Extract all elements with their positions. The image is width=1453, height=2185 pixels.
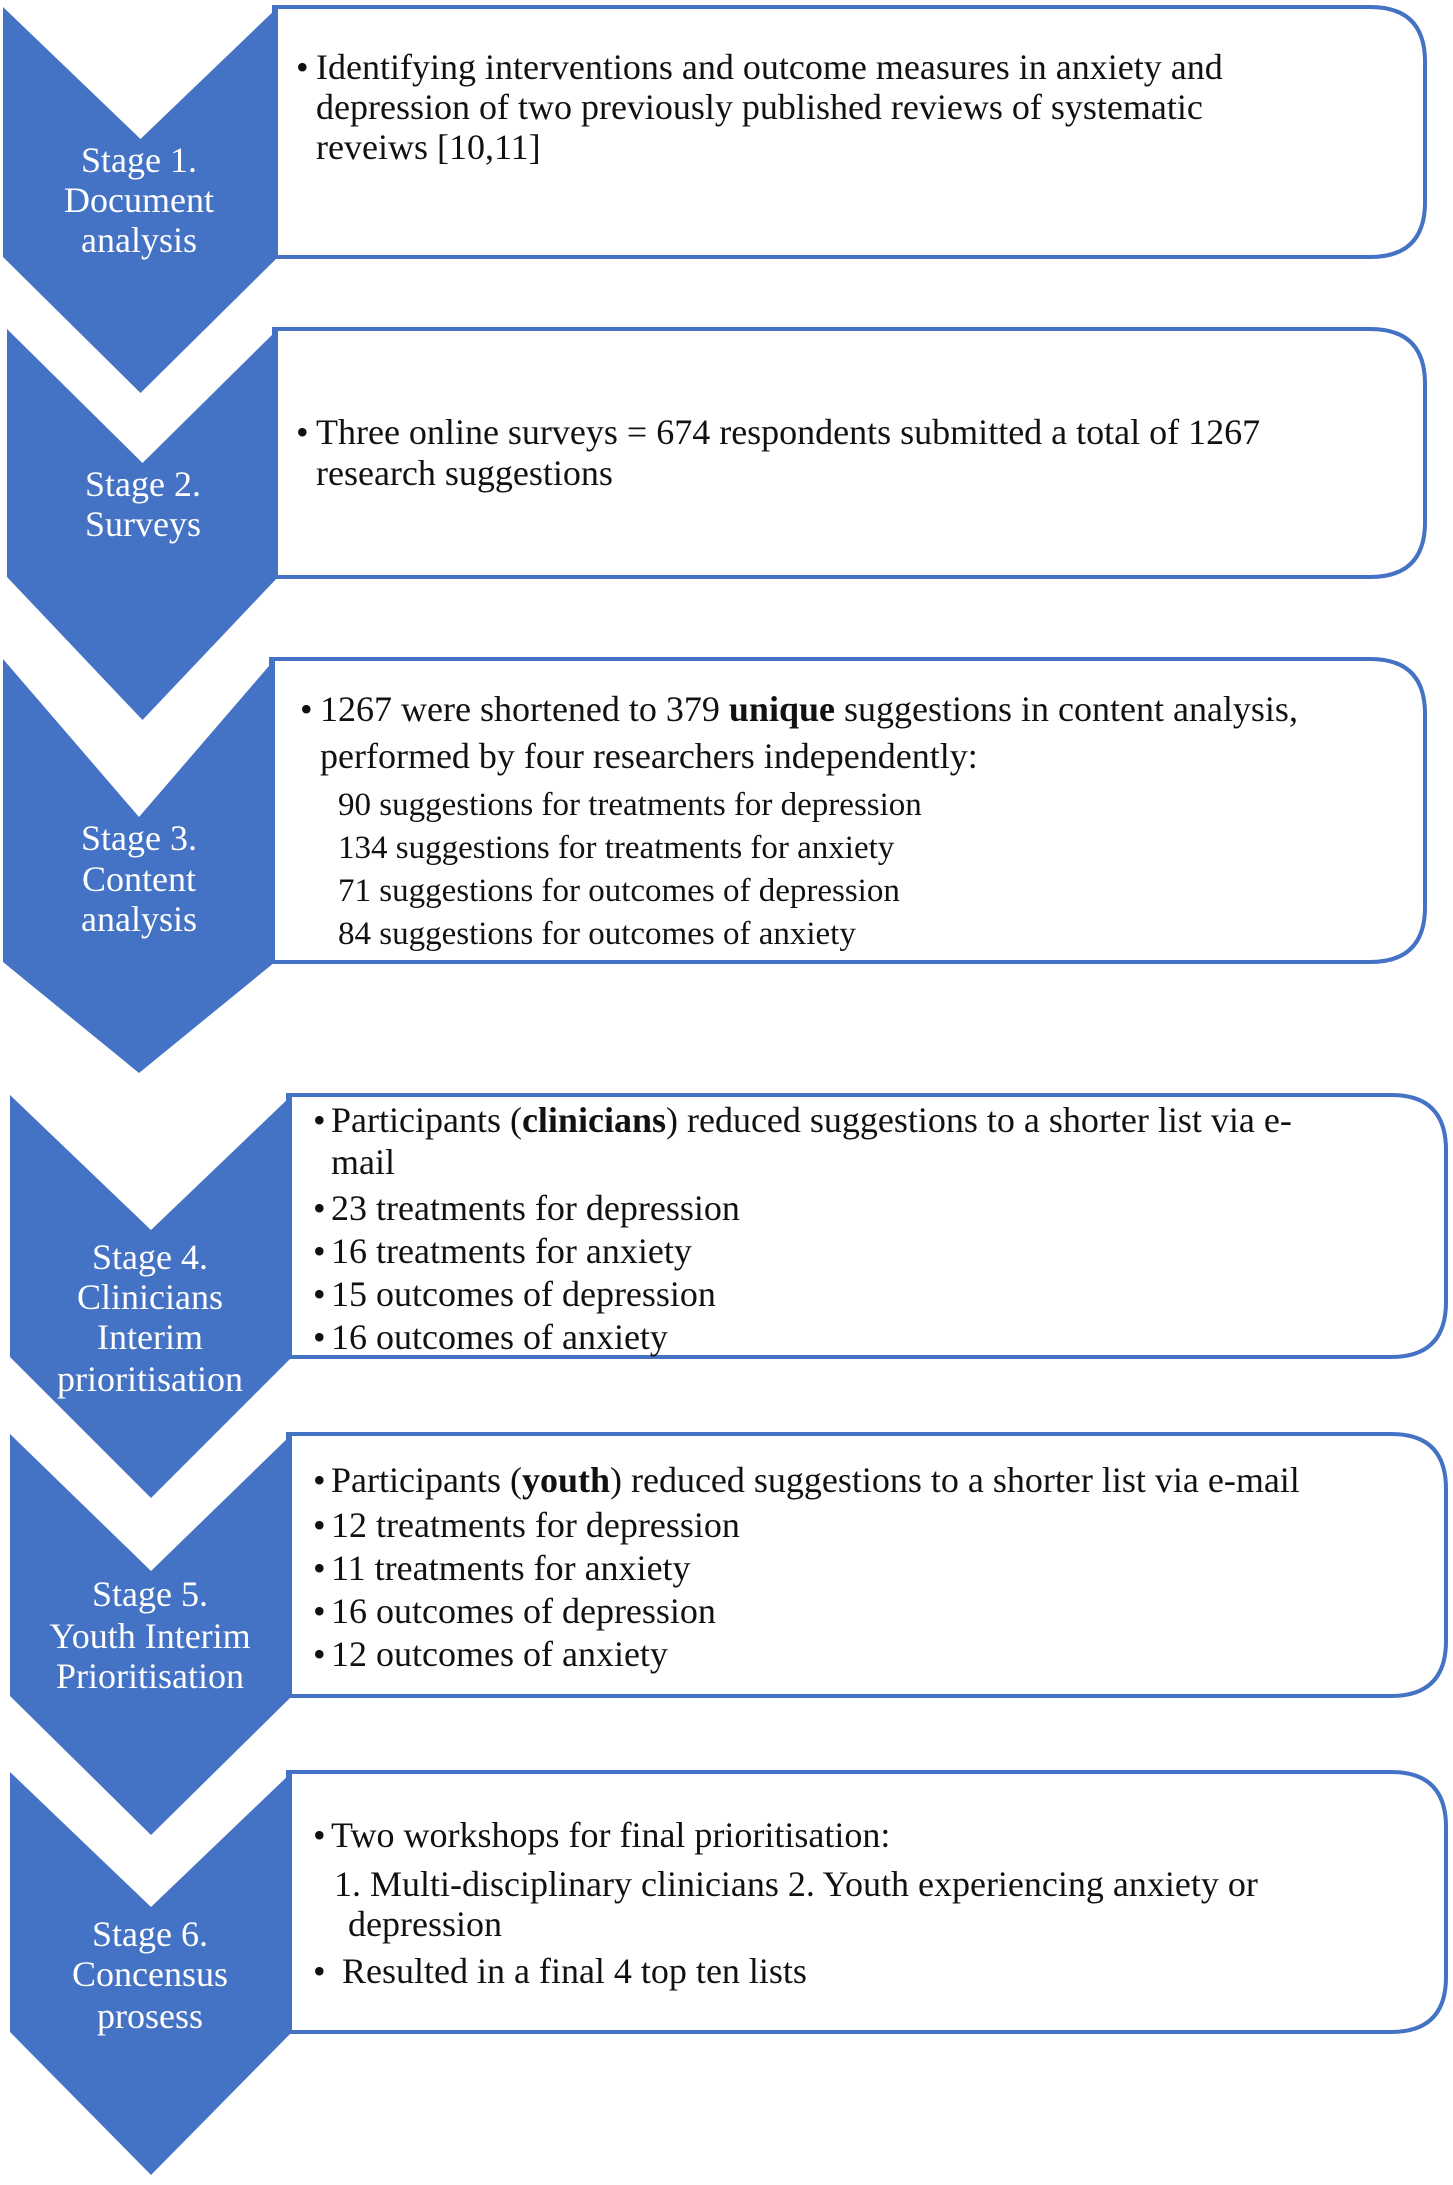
bullet: • — [313, 1951, 326, 1991]
stage-4-label-line: prioritisation — [57, 1359, 243, 1399]
bullet: • — [313, 1591, 326, 1631]
stage-4-item: 15 outcomes of depression — [331, 1274, 716, 1314]
bullet: • — [296, 47, 309, 87]
stage-6-text: Resulted in a final 4 top ten lists — [342, 1951, 807, 1991]
stage-3-label-line: analysis — [81, 899, 197, 939]
stage-3-sub-item: 71 suggestions for outcomes of depressio… — [338, 873, 900, 909]
bullet: • — [300, 689, 313, 729]
stage-2-label-line: Stage 2. — [85, 464, 201, 504]
stage-3-text: performed by four researchers independen… — [320, 736, 978, 776]
bullet: • — [313, 1231, 326, 1271]
bullet: • — [313, 1100, 326, 1140]
bullet: • — [313, 1274, 326, 1314]
stage-4-label-line: Interim — [97, 1317, 203, 1357]
stage-4-item: 16 treatments for anxiety — [331, 1231, 692, 1271]
stage-1-text: depression of two previously published r… — [316, 87, 1203, 127]
stage-1-chevron — [3, 7, 278, 393]
stage-5-chevron — [10, 1434, 292, 1835]
stage-2-label-line: Surveys — [85, 504, 201, 544]
stage-4-label-line: Clinicians — [77, 1277, 223, 1317]
stage-6-label-line: Concensus — [72, 1954, 228, 1994]
stage-3-text: 1267 were shortened to 379 unique sugges… — [320, 689, 1298, 729]
stage-1-label-line: Stage 1. — [81, 140, 197, 180]
stage-4-chevron — [10, 1095, 292, 1498]
bullet: • — [313, 1815, 326, 1855]
stage-6-label-line: prosess — [97, 1996, 203, 2036]
stage-6-box — [286, 1770, 1448, 2034]
bullet: • — [313, 1317, 326, 1357]
stage-1-text: Identifying interventions and outcome me… — [316, 47, 1223, 87]
stage-3-label-line: Content — [82, 859, 196, 899]
stage-6-label-line: Stage 6. — [92, 1914, 208, 1954]
bullet: • — [296, 412, 309, 452]
stage-2-text: research suggestions — [316, 453, 613, 493]
stage-3-sub-item: 84 suggestions for outcomes of anxiety — [338, 916, 856, 952]
stage-2-box — [272, 327, 1427, 579]
stage-5-box — [286, 1432, 1448, 1698]
stage-2-chevron — [7, 329, 278, 720]
stage-1-label-line: Document — [64, 180, 214, 220]
bullet: • — [313, 1505, 326, 1545]
stage-4-text: Participants (clinicians) reduced sugges… — [331, 1100, 1292, 1140]
stage-3-label-line: Stage 3. — [81, 818, 197, 858]
stage-4-text: mail — [331, 1142, 395, 1182]
stage-4-item: 16 outcomes of anxiety — [331, 1317, 668, 1357]
stage-4-box — [286, 1093, 1448, 1359]
stage-4-label-line: Stage 4. — [92, 1237, 208, 1277]
stage-5-label-line: Youth Interim — [49, 1616, 251, 1656]
stage-5-label-line: Prioritisation — [56, 1656, 244, 1696]
stage-1-text: reveiws [10,11] — [316, 127, 541, 167]
stage-5-item: 11 treatments for anxiety — [331, 1548, 691, 1588]
bullet: • — [313, 1460, 326, 1500]
stage-4-item: 23 treatments for depression — [331, 1188, 740, 1228]
stage-6-text: 1. Multi-disciplinary clinicians 2. Yout… — [334, 1864, 1258, 1904]
stage-6-chevron — [10, 1772, 292, 2175]
stage-3-sub-item: 90 suggestions for treatments for depres… — [338, 787, 922, 823]
bullet: • — [313, 1548, 326, 1588]
stage-5-item: 12 treatments for depression — [331, 1505, 740, 1545]
stage-1-box — [272, 5, 1427, 259]
stage-3-chevron — [3, 659, 275, 1073]
stage-1-label-line: analysis — [81, 220, 197, 260]
stage-6-text: Two workshops for final prioritisation: — [331, 1815, 891, 1855]
stage-3-box — [269, 657, 1427, 964]
stage-5-text: Participants (youth) reduced suggestions… — [331, 1460, 1300, 1500]
stage-5-item: 12 outcomes of anxiety — [331, 1634, 668, 1674]
stage-2-text: Three online surveys = 674 respondents s… — [316, 412, 1261, 452]
stage-6-text: depression — [348, 1904, 502, 1944]
stage-5-label-line: Stage 5. — [92, 1574, 208, 1614]
bullet: • — [313, 1188, 326, 1228]
bullet: • — [313, 1634, 326, 1674]
stage-3-sub-item: 134 suggestions for treatments for anxie… — [338, 830, 895, 866]
stage-5-item: 16 outcomes of depression — [331, 1591, 716, 1631]
